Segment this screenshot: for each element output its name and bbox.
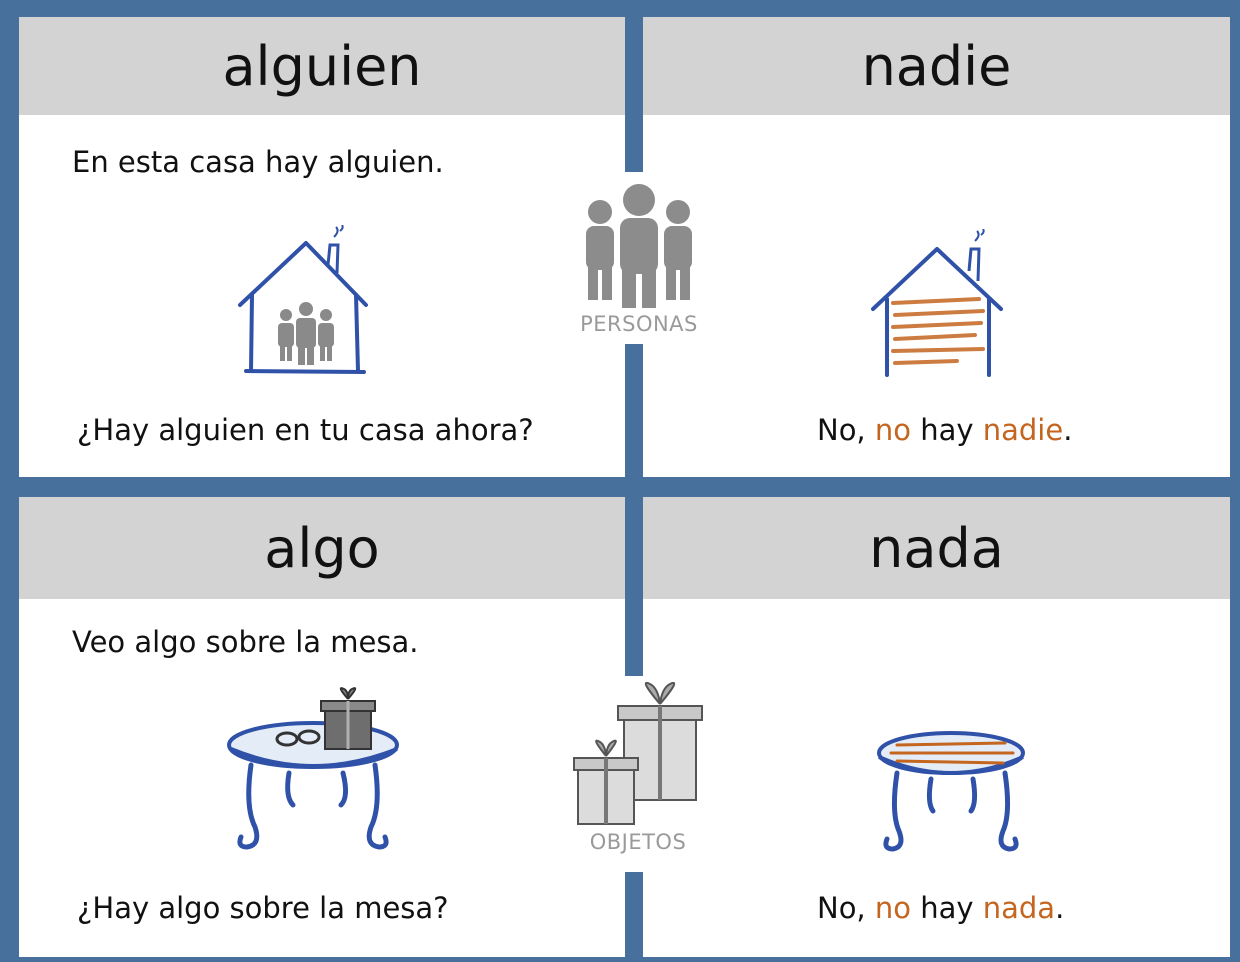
- answer-highlight-word: nada: [982, 891, 1056, 925]
- card-title: algo: [19, 497, 625, 599]
- people-group-icon: [586, 184, 692, 308]
- objects-label: OBJETOS: [589, 830, 687, 854]
- empty-table-icon: [877, 731, 1025, 852]
- statement-text: En esta casa hay alguien.: [72, 145, 444, 179]
- answer-part: hay: [911, 413, 983, 447]
- table-with-objects-icon: [227, 687, 399, 850]
- card-nadie: nadie No, no hay nadie.: [643, 17, 1230, 477]
- card-title: alguien: [19, 17, 625, 115]
- question-text: ¿Hay alguien en tu casa ahora?: [77, 413, 534, 447]
- answer-highlight-word: nadie: [982, 413, 1064, 447]
- answer-text: No, no hay nadie.: [817, 413, 1072, 447]
- people-label: PERSONAS: [580, 312, 698, 336]
- card-title: nadie: [643, 17, 1230, 115]
- answer-part: hay: [911, 891, 983, 925]
- gift-boxes-icon: [573, 682, 703, 825]
- answer-part: No,: [817, 413, 875, 447]
- card-alguien: alguien En esta casa hay alguien. ¿Hay a…: [19, 17, 625, 477]
- answer-part: .: [1055, 891, 1065, 925]
- objects-badge: OBJETOS: [563, 676, 713, 872]
- question-text: ¿Hay algo sobre la mesa?: [77, 891, 449, 925]
- answer-part: .: [1063, 413, 1073, 447]
- answer-text: No, no hay nada.: [817, 891, 1064, 925]
- answer-part: No,: [817, 891, 875, 925]
- statement-text: Veo algo sobre la mesa.: [72, 625, 419, 659]
- card-nada: nada No, no hay nada.: [643, 497, 1230, 957]
- answer-highlight-no: no: [874, 413, 911, 447]
- card-algo: algo Veo algo sobre la mesa. ¿Hay algo s…: [19, 497, 625, 957]
- answer-highlight-no: no: [874, 891, 911, 925]
- empty-house-icon: [871, 229, 1003, 377]
- people-badge: PERSONAS: [565, 172, 713, 344]
- house-with-people-icon: [238, 225, 368, 374]
- card-title: nada: [643, 497, 1230, 599]
